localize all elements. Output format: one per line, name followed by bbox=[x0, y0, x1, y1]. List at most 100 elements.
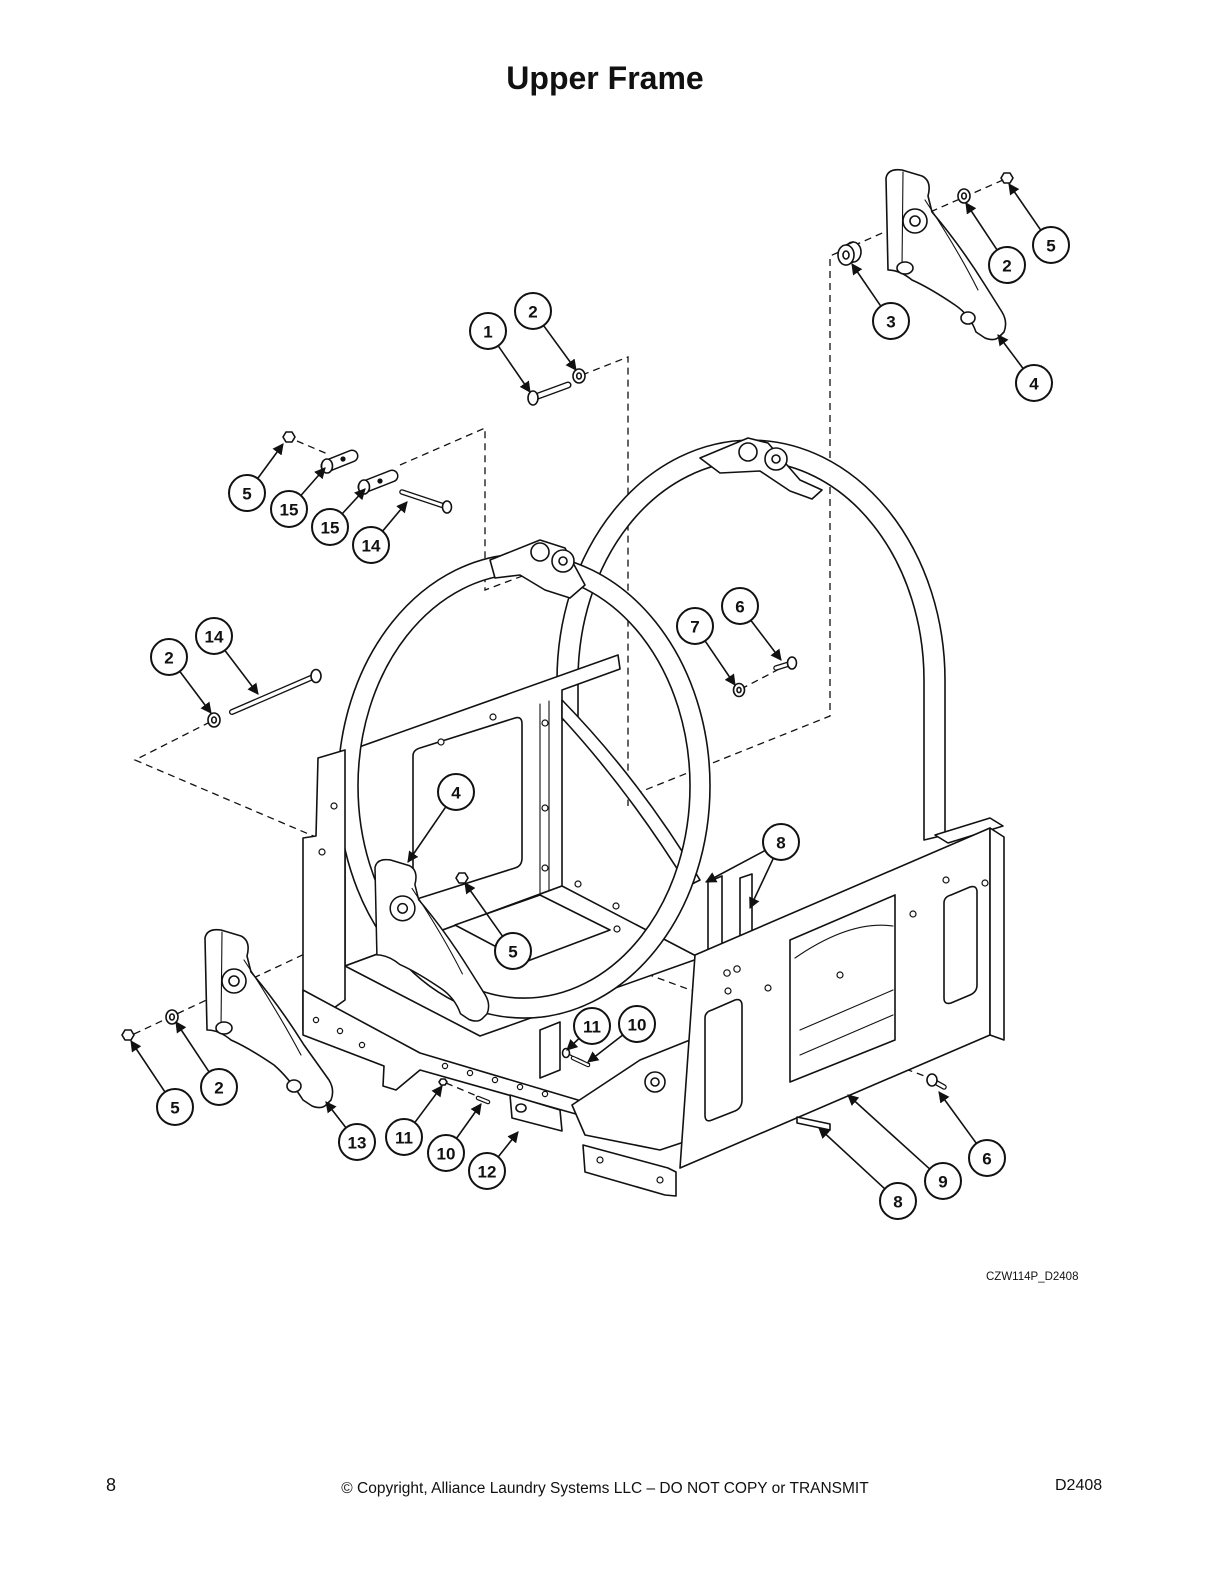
document-id: D2408 bbox=[1055, 1477, 1103, 1494]
front-bottom-rail bbox=[302, 989, 591, 1119]
callout-leader-arrow bbox=[497, 345, 531, 393]
callout-balloon bbox=[469, 312, 507, 350]
callout-balloon bbox=[468, 1152, 506, 1190]
callout-label: 1 bbox=[483, 323, 492, 342]
callout-balloon bbox=[385, 1118, 423, 1156]
callout-leader-arrow bbox=[224, 649, 259, 695]
callout-leader-arrow bbox=[965, 202, 998, 251]
callout-6: 6 bbox=[721, 587, 782, 661]
callout-leader-arrow bbox=[179, 670, 212, 714]
callout-leader-arrow bbox=[414, 1085, 443, 1124]
callout-leader-arrow bbox=[750, 619, 782, 661]
callout-11: 11 bbox=[385, 1085, 443, 1156]
callout-balloon bbox=[872, 302, 910, 340]
callout-label: 5 bbox=[508, 943, 517, 962]
callout-2: 2 bbox=[514, 292, 577, 371]
callout-5: 5 bbox=[464, 882, 532, 970]
callout-label: 15 bbox=[280, 501, 299, 520]
callout-leader-arrow bbox=[704, 640, 736, 686]
callout-balloon bbox=[879, 1182, 917, 1220]
callout-label: 2 bbox=[214, 1079, 223, 1098]
callout-leader-arrow bbox=[566, 1037, 580, 1051]
bolt-14-left bbox=[229, 668, 322, 715]
bracket-12 bbox=[509, 1094, 563, 1132]
callout-balloon bbox=[150, 638, 188, 676]
callout-balloon bbox=[514, 292, 552, 330]
callout-balloon bbox=[338, 1123, 376, 1161]
callout-14: 14 bbox=[195, 617, 259, 695]
callout-2: 2 bbox=[965, 202, 1026, 284]
callout-leader-arrow bbox=[455, 1103, 482, 1139]
washer-11-mid bbox=[561, 1047, 571, 1059]
callout-10: 10 bbox=[427, 1103, 482, 1172]
nut-bottom-left bbox=[121, 1029, 135, 1041]
callout-4: 4 bbox=[997, 334, 1053, 402]
bolt-10-bottom bbox=[475, 1095, 491, 1105]
callout-leader-arrow bbox=[705, 849, 766, 883]
washer-bottom-left bbox=[165, 1009, 179, 1025]
counterweight-bracket-top bbox=[885, 168, 1007, 341]
callout-13: 13 bbox=[325, 1101, 376, 1161]
callout-balloon bbox=[200, 1068, 238, 1106]
bolt-1 bbox=[527, 381, 572, 406]
callout-leader-arrow bbox=[847, 1094, 931, 1170]
callout-balloon bbox=[988, 246, 1026, 284]
washer-top-right bbox=[957, 188, 971, 204]
callout-label: 15 bbox=[321, 519, 340, 538]
callout-balloon bbox=[437, 773, 475, 811]
callout-label: 4 bbox=[451, 784, 461, 803]
callout-leader-arrow bbox=[175, 1021, 210, 1073]
figure-id: CZW114P_D2408 bbox=[986, 1271, 1079, 1283]
callout-balloon bbox=[676, 607, 714, 645]
callout-label: 10 bbox=[628, 1016, 647, 1035]
callout-8: 8 bbox=[705, 823, 800, 910]
callout-leader-arrow bbox=[542, 325, 577, 371]
washer-top bbox=[572, 368, 586, 384]
callout-15: 15 bbox=[270, 467, 326, 528]
callout-4: 4 bbox=[407, 773, 475, 863]
callout-label: 14 bbox=[362, 537, 381, 556]
callout-2: 2 bbox=[150, 638, 212, 714]
bottom-right-mount bbox=[582, 1144, 677, 1197]
callout-8: 8 bbox=[818, 1127, 917, 1220]
callout-label: 11 bbox=[583, 1018, 601, 1037]
nut-top-left bbox=[282, 431, 296, 443]
rear-hoop bbox=[556, 437, 946, 841]
callout-5: 5 bbox=[130, 1040, 194, 1126]
callout-15: 15 bbox=[311, 488, 366, 546]
callout-label: 2 bbox=[164, 649, 173, 668]
washer-left bbox=[207, 712, 221, 728]
frame-straps bbox=[707, 873, 753, 957]
callout-12: 12 bbox=[468, 1131, 519, 1190]
callout-leader-arrow bbox=[587, 1034, 624, 1063]
callout-balloon bbox=[228, 474, 266, 512]
bolt-6-bottom bbox=[926, 1073, 947, 1090]
inner-bracket bbox=[374, 858, 490, 1022]
front-hoop bbox=[337, 539, 711, 1019]
callout-balloon bbox=[573, 1007, 611, 1045]
bolt-6-upper bbox=[773, 656, 798, 671]
callout-leader-arrow bbox=[341, 488, 366, 515]
callout-10: 10 bbox=[587, 1005, 656, 1063]
callout-leader-arrow bbox=[938, 1091, 978, 1144]
callout-label: 13 bbox=[348, 1134, 367, 1153]
callout-leader-arrow bbox=[257, 443, 284, 479]
callout-label: 8 bbox=[776, 834, 785, 853]
callout-label: 12 bbox=[478, 1163, 497, 1182]
callout-balloon bbox=[924, 1162, 962, 1200]
callout-5: 5 bbox=[1008, 183, 1070, 264]
callout-label: 11 bbox=[395, 1129, 413, 1148]
callout-label: 9 bbox=[938, 1173, 947, 1192]
callout-label: 7 bbox=[690, 618, 699, 637]
callout-7: 7 bbox=[676, 607, 736, 686]
callout-label: 5 bbox=[242, 485, 251, 504]
washer-7 bbox=[732, 682, 746, 698]
callout-9: 9 bbox=[847, 1094, 962, 1200]
strip-8 bbox=[796, 1116, 831, 1131]
callout-label: 2 bbox=[1002, 257, 1011, 276]
callout-leader-arrow bbox=[851, 263, 882, 307]
callout-balloon bbox=[1032, 226, 1070, 264]
callout-11: 11 bbox=[566, 1007, 611, 1051]
